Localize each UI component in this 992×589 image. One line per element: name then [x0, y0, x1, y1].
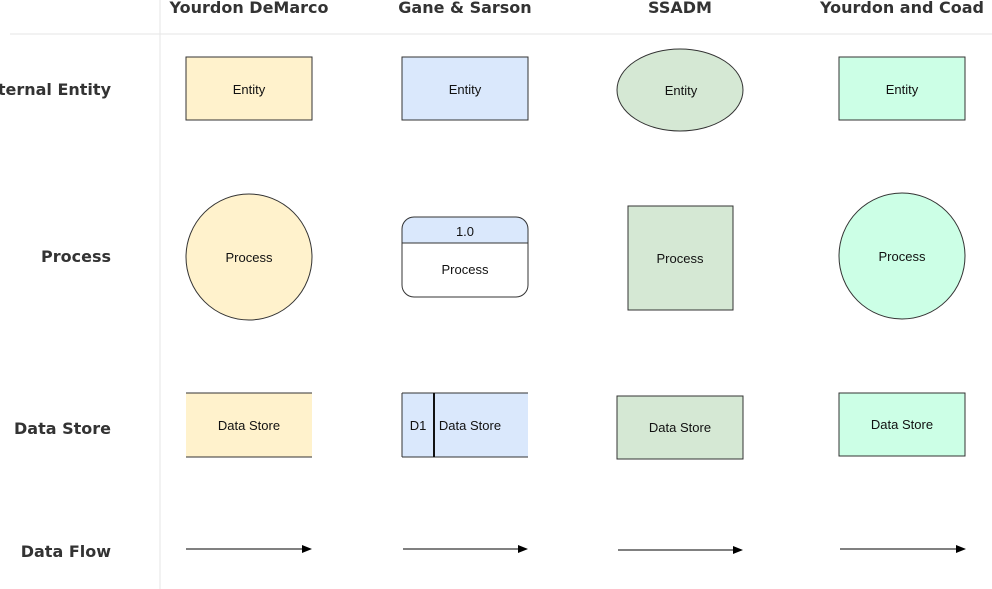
row-header-data-flow: Data Flow — [21, 542, 112, 561]
gane-sarson-data-store[interactable]: D1 Data Store — [401, 392, 528, 458]
data-store-label: Data Store — [218, 418, 280, 433]
ssadm-entity[interactable]: Entity — [616, 48, 744, 132]
yourdon-demarco-process[interactable]: Process — [185, 193, 313, 321]
process-id-label: 1.0 — [456, 224, 474, 239]
data-store-label: Data Store — [649, 420, 711, 435]
row-header-data-store: Data Store — [14, 419, 111, 438]
data-store-label: Data Store — [871, 417, 933, 432]
gane-sarson-process[interactable]: 1.0 Process — [401, 216, 529, 298]
process-label: Process — [226, 250, 273, 265]
entity-label: Entity — [233, 82, 266, 97]
yourdon-demarco-entity[interactable]: Entity — [185, 56, 313, 121]
entity-label: Entity — [665, 83, 698, 98]
column-header-ssadm: SSADM — [648, 0, 712, 17]
row-header-external-entity: External Entity — [0, 80, 112, 99]
data-store-id-label: D1 — [410, 418, 427, 433]
ssadm-process[interactable]: Process — [627, 205, 734, 311]
process-label: Process — [442, 262, 489, 277]
gane-sarson-entity[interactable]: Entity — [401, 56, 529, 121]
data-store-label: Data Store — [439, 418, 501, 433]
yourdon-coad-data-store[interactable]: Data Store — [838, 392, 966, 457]
entity-label: Entity — [886, 82, 919, 97]
column-header-yourdon-coad: Yourdon and Coad — [819, 0, 984, 17]
column-header-gane-sarson: Gane & Sarson — [398, 0, 531, 17]
column-header-yourdon-demarco: Yourdon DeMarco — [168, 0, 328, 17]
entity-label: Entity — [449, 82, 482, 97]
yourdon-coad-entity[interactable]: Entity — [838, 56, 966, 121]
process-label: Process — [879, 249, 926, 264]
ssadm-data-store[interactable]: Data Store — [616, 395, 744, 460]
process-label: Process — [657, 251, 704, 266]
row-header-process: Process — [41, 247, 111, 266]
yourdon-demarco-data-store[interactable]: Data Store — [186, 392, 312, 458]
yourdon-coad-process[interactable]: Process — [838, 192, 966, 320]
